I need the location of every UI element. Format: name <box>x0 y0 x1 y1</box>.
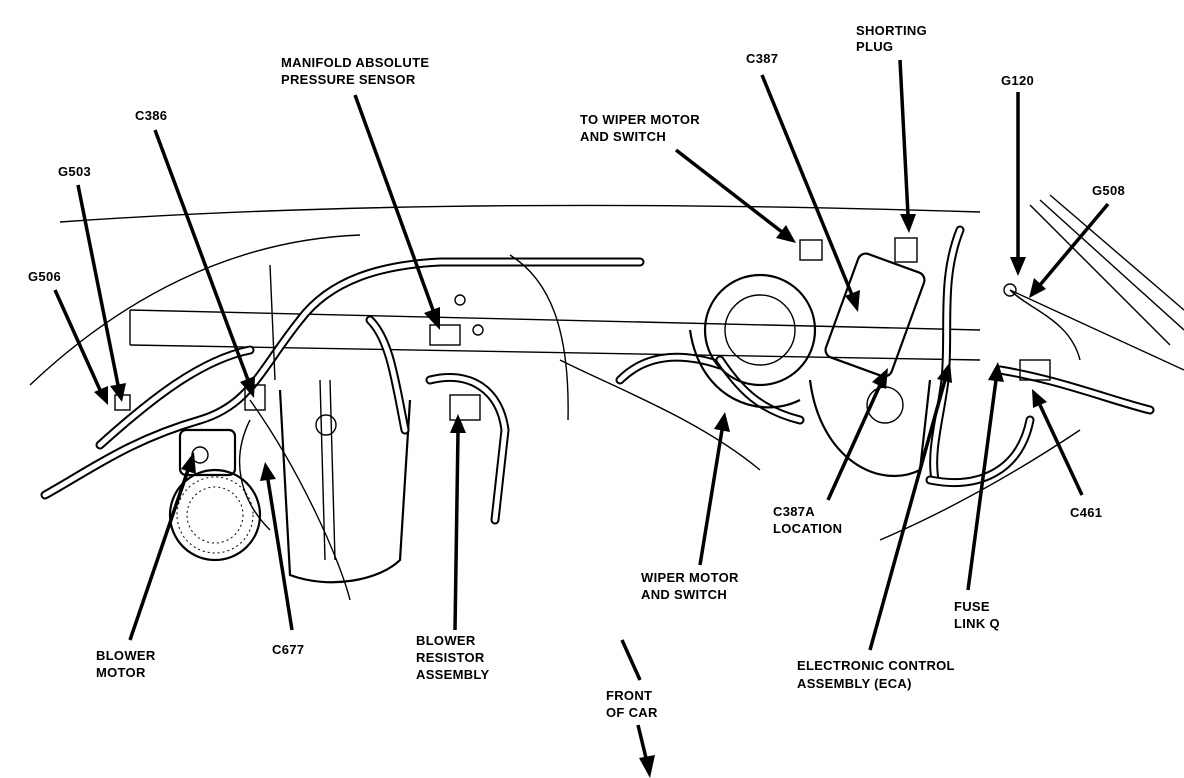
label-c677: C677 <box>272 642 304 657</box>
label-map-sensor-line2: PRESSURE SENSOR <box>281 72 416 87</box>
label-map-sensor-line1: MANIFOLD ABSOLUTE <box>281 55 429 70</box>
label-blower-resistor-line2: RESISTOR <box>416 650 485 665</box>
labels: MANIFOLD ABSOLUTE PRESSURE SENSOR C386 G… <box>28 23 1125 720</box>
label-to-wiper-line1: TO WIPER MOTOR <box>580 112 700 127</box>
label-c461: C461 <box>1070 505 1102 520</box>
label-wiper-motor-line2: AND SWITCH <box>641 587 727 602</box>
label-fuse-link-line1: FUSE <box>954 599 990 614</box>
label-c386: C386 <box>135 108 167 123</box>
label-g508: G508 <box>1092 183 1125 198</box>
label-c387: C387 <box>746 51 778 66</box>
wiper-motor-eca-cluster <box>688 237 1081 478</box>
label-to-wiper-line2: AND SWITCH <box>580 129 666 144</box>
label-blower-resistor-line3: ASSEMBLY <box>416 667 489 682</box>
blower-motor-housing <box>168 428 262 562</box>
label-shorting-plug-line1: SHORTING <box>856 23 927 38</box>
leader-arrows <box>53 59 1110 778</box>
label-c387a-line1: C387A <box>773 504 815 519</box>
label-g503: G503 <box>58 164 91 179</box>
label-blower-resistor-line1: BLOWER <box>416 633 476 648</box>
label-blower-motor-line2: MOTOR <box>96 665 146 680</box>
connectors <box>114 294 484 421</box>
label-g506: G506 <box>28 269 61 284</box>
label-front-of-car-line2: OF CAR <box>606 705 658 720</box>
heater-plenum <box>238 379 412 584</box>
label-shorting-plug-line2: PLUG <box>856 39 893 54</box>
label-front-of-car-line1: FRONT <box>606 688 652 703</box>
label-fuse-link-line2: LINK Q <box>954 616 1000 631</box>
label-eca-line1: ELECTRONIC CONTROL <box>797 658 955 673</box>
label-wiper-motor-line1: WIPER MOTOR <box>641 570 739 585</box>
label-blower-motor-line1: BLOWER <box>96 648 156 663</box>
label-c387a-line2: LOCATION <box>773 521 842 536</box>
label-eca-line2: ASSEMBLY (ECA) <box>797 676 912 691</box>
label-g120: G120 <box>1001 73 1034 88</box>
